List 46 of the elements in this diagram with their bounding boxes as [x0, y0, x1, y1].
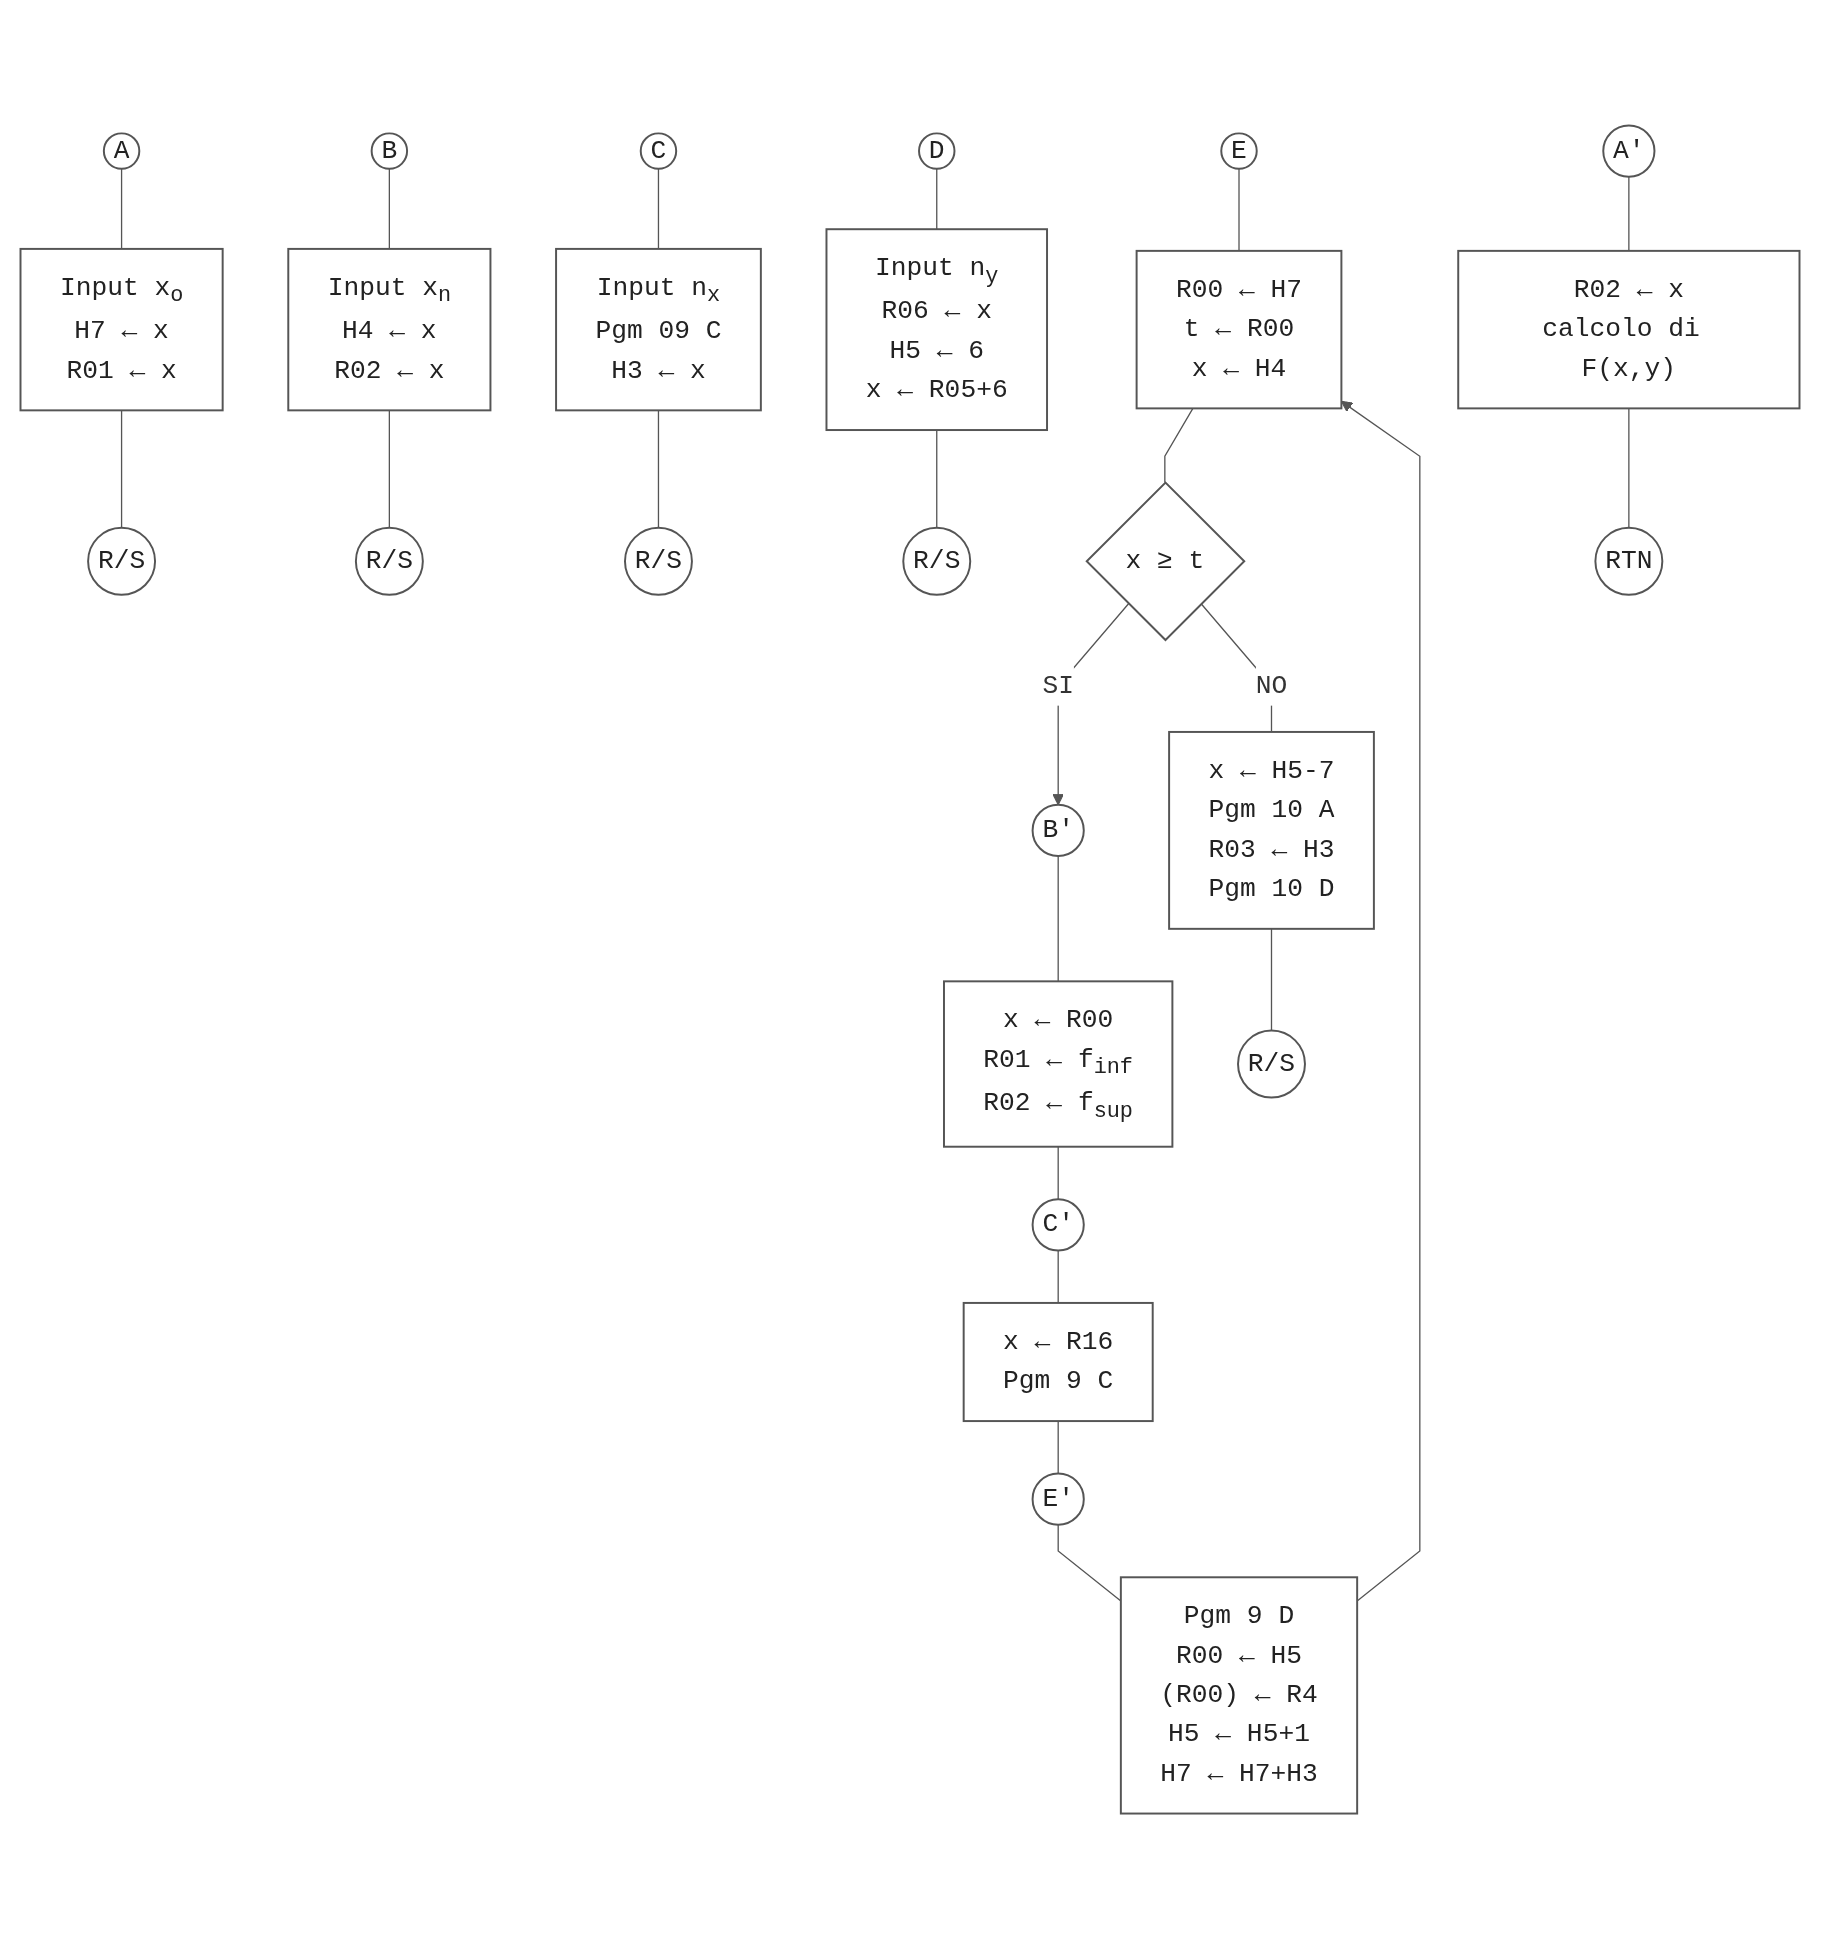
node-box: x ← H5-7 Pgm 10 A R03 ← H3 Pgm 10 D [1168, 731, 1375, 931]
node-circle: C [639, 132, 678, 171]
connector [1057, 855, 1059, 983]
node-circle: E' [1031, 1473, 1085, 1527]
node-circle: E [1220, 132, 1258, 171]
node-box: Input x$_{n}$ H4 ← x R02 ← x [287, 248, 492, 412]
arrow [1340, 401, 1421, 1603]
node-circle: R/S [624, 527, 693, 597]
connector [936, 168, 938, 231]
node-circle: R/S [1237, 1030, 1306, 1099]
node-box: Input x$_{o}$ H7 ← x R01 ← x [19, 248, 224, 412]
connector [120, 168, 123, 251]
node-box: x ← R00 R01 ← f$_{inf}$ R02 ← f$_{sup}$ [943, 980, 1174, 1149]
node-circle: D [918, 132, 956, 171]
connector [388, 168, 390, 251]
node-circle: B [370, 132, 409, 171]
edge-label: NO [1255, 670, 1288, 701]
connector [936, 429, 938, 529]
node-diamond: x ≥ t [1085, 481, 1246, 642]
connector [1164, 408, 1194, 484]
node-circle: R/S [354, 527, 424, 597]
connector [1057, 1250, 1059, 1305]
connector [1270, 928, 1273, 1032]
node-box: R00 ← H7 t ← R00 x ← H4 [1135, 250, 1343, 410]
connector [388, 410, 390, 529]
connector [1238, 168, 1240, 252]
node-circle: R/S [87, 527, 157, 597]
node-box: Input n$_{x}$ Pgm 09 C H3 ← x [555, 248, 762, 412]
connector [1628, 176, 1630, 252]
connector [657, 168, 660, 251]
node-box: x ← R16 Pgm 9 C [962, 1302, 1154, 1423]
node-box: R02 ← x calcolo di F(x,y) [1457, 250, 1801, 410]
connector [120, 410, 123, 529]
node-circle: A' [1602, 125, 1656, 179]
node-circle: RTN [1594, 527, 1664, 597]
connector [1057, 1420, 1059, 1475]
node-circle: A [102, 132, 141, 171]
node-circle: R/S [902, 527, 972, 597]
node-box: Input n$_{y}$ R06 ← x H5 ← 6 x ← R05+6 [825, 228, 1048, 432]
node-circle: C' [1031, 1198, 1085, 1252]
node-circle: B' [1031, 804, 1085, 858]
edge-label: SI [1042, 670, 1074, 701]
connector [1057, 1146, 1059, 1201]
connector [1628, 408, 1630, 529]
connector [657, 410, 660, 529]
node-box: Pgm 9 D R00 ← H5 (R00) ← R4 H5 ← H5+1 H7 ← H7+H3 [1119, 1576, 1359, 1815]
